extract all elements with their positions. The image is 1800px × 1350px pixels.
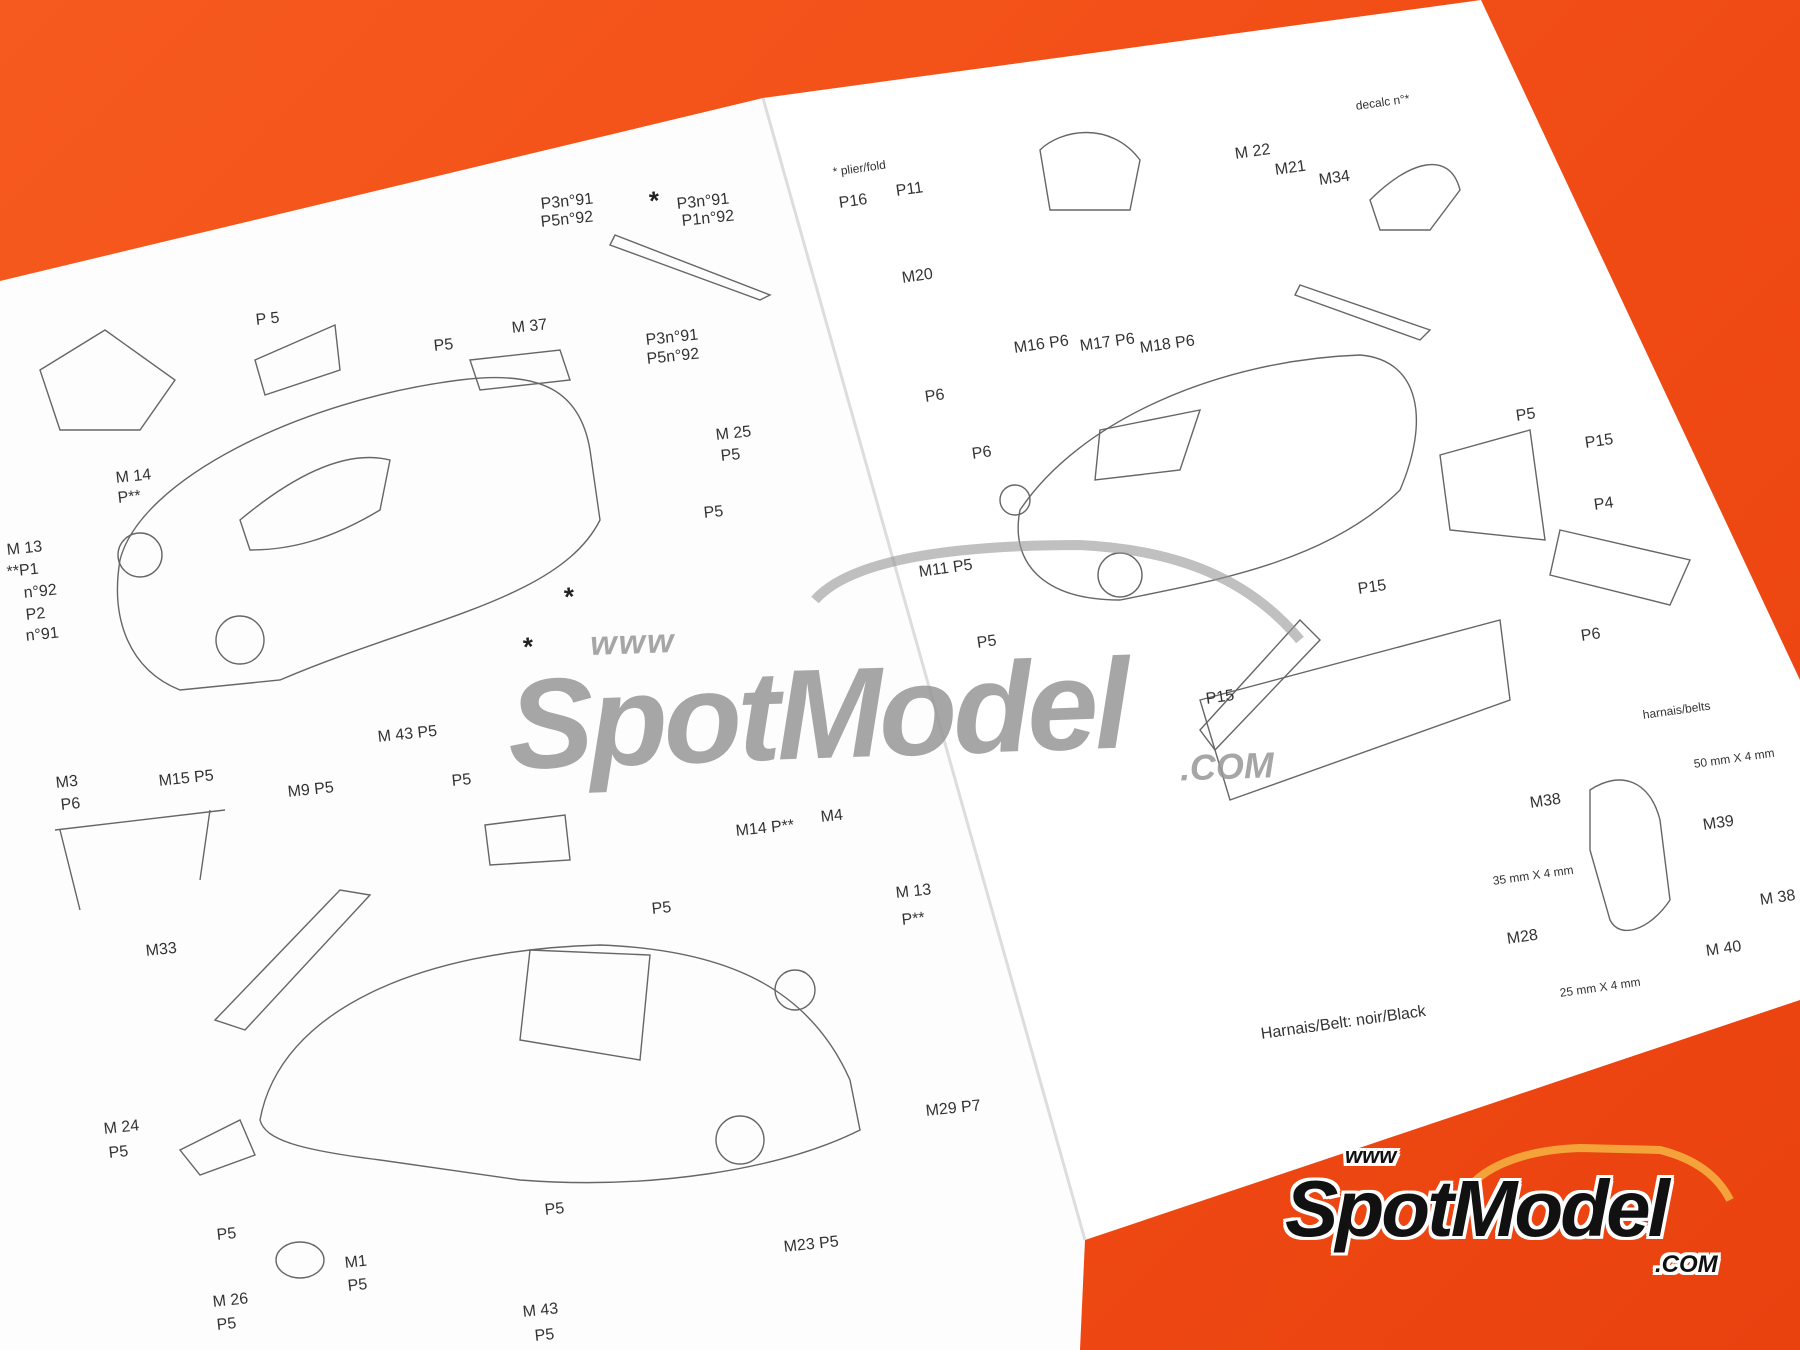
left-page-part-label: P5 <box>543 1199 566 1219</box>
left-page-part-label: M1 <box>343 1252 368 1272</box>
right-page-part-label: P6 <box>1579 625 1602 645</box>
right-page-part-label: P4 <box>1592 494 1615 514</box>
left-page-part-label: P5 <box>107 1142 130 1162</box>
left-page-part-label: P5 <box>450 770 473 790</box>
watermark-car-outline <box>811 539 1304 644</box>
page-fold <box>761 97 1087 1241</box>
left-page-part-label: P5 <box>719 445 742 465</box>
left-page-part-label: P5 <box>215 1314 238 1334</box>
left-page-part-label: P5 <box>650 898 673 918</box>
left-page-part-label: P5 <box>702 502 725 522</box>
left-page-part-label: **P1 <box>5 560 40 581</box>
left-page-part-label: P2 <box>24 604 47 624</box>
logo-com: .COM <box>1655 1251 1718 1278</box>
right-page-part-label: P5 <box>1514 405 1537 425</box>
left-page-part-label: P5 <box>533 1325 556 1345</box>
logo-name: SpotModel <box>1285 1164 1670 1253</box>
left-page-part-label: P6 <box>59 794 82 814</box>
right-page-part-label: P6 <box>970 443 993 463</box>
watermark-name: SpotModel <box>505 632 1129 797</box>
left-page-part-label: P5 <box>215 1224 238 1244</box>
left-page-part-label: M33 <box>144 939 178 960</box>
logo-www: www <box>1345 1143 1397 1168</box>
left-page-part-label: M3 <box>54 772 79 792</box>
watermark-com: .COM <box>1179 744 1275 789</box>
left-page <box>0 98 1085 1350</box>
left-page-part-label: P** <box>116 487 142 507</box>
car-drawing-bottom-left <box>54 809 861 1279</box>
left-page-part-label: P5 <box>432 335 455 355</box>
left-page-part-label: P5 <box>346 1275 369 1295</box>
left-page-part-label: P 5 <box>254 309 281 329</box>
left-page-part-label: P** <box>900 909 926 929</box>
logo-car-outline <box>1456 1143 1734 1207</box>
left-page-part-label: M4 <box>819 806 844 826</box>
right-page-part-label: P6 <box>923 386 946 406</box>
car-drawing-top-left <box>39 234 772 691</box>
